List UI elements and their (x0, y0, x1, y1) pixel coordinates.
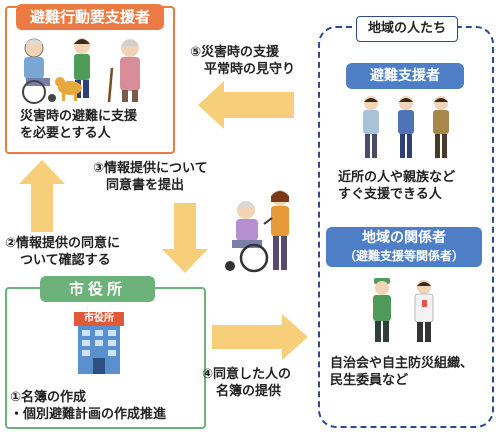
step5-line2: 平常時の見守り (204, 62, 296, 77)
step2-line1: ②情報提供の同意に (5, 236, 121, 251)
stakeholders-desc-line1: 自治会や自主防災組織、 (330, 356, 474, 371)
elderly-people-illustration (12, 34, 162, 104)
stakeholders-illustration (366, 276, 446, 344)
stakeholders-title-line2: （避難支援等関係者） (343, 249, 464, 263)
step3-line1: ③情報提供について (93, 161, 208, 176)
community-panel-title: 地域の人たち (356, 16, 458, 42)
support-needed-desc-line2: を必要とする人 (20, 126, 111, 141)
city-hall-item2: ・個別避難計画の作成推進 (10, 407, 167, 422)
step3-line2: 同意書を提出 (106, 178, 185, 193)
support-needed-title: 避難行動要支援者 (16, 4, 164, 30)
city-hall-building-icon (74, 312, 124, 374)
arrow-right-icon (212, 314, 308, 360)
step4-line2: 名簿の提供 (216, 384, 282, 399)
supporters-desc-line2: すぐ支援できる人 (338, 187, 442, 202)
supporters-illustration (356, 94, 456, 160)
supporters-desc-line1: 近所の人や親族など (338, 170, 456, 185)
city-hall-sign: 市役所 (84, 313, 114, 324)
arrow-down-icon (162, 203, 208, 273)
supporters-title: 避難支援者 (346, 63, 464, 89)
stakeholders-desc-line2: 民生委員など (330, 373, 409, 388)
arrow-up-icon (19, 160, 65, 232)
arrow-left-icon (198, 81, 294, 129)
city-hall-title: 市役所 (40, 276, 155, 302)
support-needed-desc-line1: 災害時の避難に支援 (20, 109, 138, 124)
wheelchair-helper-illustration (220, 188, 300, 274)
stakeholders-title: 地域の関係者 （避難支援等関係者） (326, 227, 482, 267)
step5-line1: ⑤災害時の支援 (190, 45, 280, 60)
city-hall-item1: ①名簿の作成 (10, 390, 87, 405)
step4-line1: ④同意した人の (202, 367, 292, 382)
step2-line2: ついて確認する (20, 253, 111, 268)
stakeholders-title-line1: 地域の関係者 (362, 230, 446, 246)
